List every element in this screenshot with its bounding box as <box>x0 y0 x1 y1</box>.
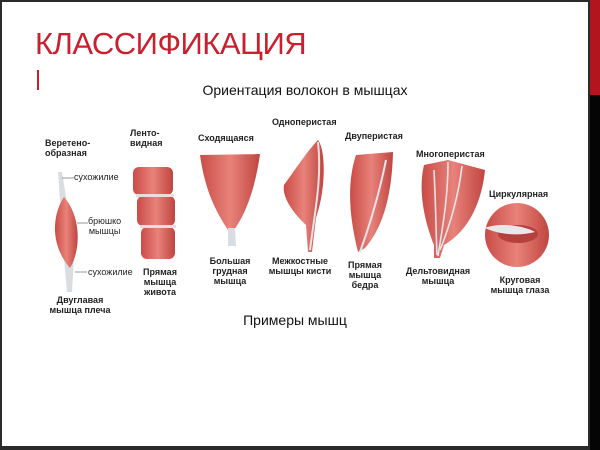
example-pectoralis-major: Большая грудная мышца <box>209 256 251 286</box>
example-rectus-abdominis: Прямая мышца живота <box>143 267 177 297</box>
type-label-convergent: Сходящаяся <box>198 133 254 143</box>
belly-label: брюшко мышцы <box>88 216 122 236</box>
fusiform-muscle <box>54 172 88 292</box>
title-accent-bar <box>37 70 39 90</box>
tendon-label-bottom: сухожилие <box>88 267 133 277</box>
type-label-multipennate: Многоперистая <box>416 149 485 159</box>
bipennate-muscle <box>350 152 393 253</box>
multipennate-muscle <box>421 160 485 258</box>
example-rectus-femoris: Прямая мышца бедра <box>348 260 382 290</box>
example-deltoid: Дельтовидная мышца <box>405 266 471 286</box>
type-label-unipennate: Одноперистая <box>272 117 337 127</box>
example-biceps: Двуглавая мышца плеча <box>49 295 111 315</box>
type-label-strap: Ленто- видная <box>130 128 163 148</box>
slide-edge <box>590 95 600 450</box>
type-label-bipennate: Двуперистая <box>345 131 403 141</box>
slide-edge-accent <box>590 0 600 95</box>
unipennate-muscle <box>283 140 324 252</box>
tendon-label-top: сухожилие <box>74 172 119 182</box>
strap-muscle <box>133 167 176 259</box>
slide-title: КЛАССИФИКАЦИЯ <box>35 26 307 61</box>
type-label-circular: Циркулярная <box>489 189 549 199</box>
example-orbicularis-oculi: Круговая мышца глаза <box>490 275 550 295</box>
example-interossei: Межкостные мышцы кисти <box>268 256 332 276</box>
examples-title: Примеры мышц <box>243 312 347 328</box>
circular-muscle <box>485 203 549 267</box>
type-label-fusiform: Веретено- образная <box>45 138 91 158</box>
diagram-title: Ориентация волокон в мышцах <box>202 82 408 98</box>
convergent-muscle <box>200 154 260 246</box>
